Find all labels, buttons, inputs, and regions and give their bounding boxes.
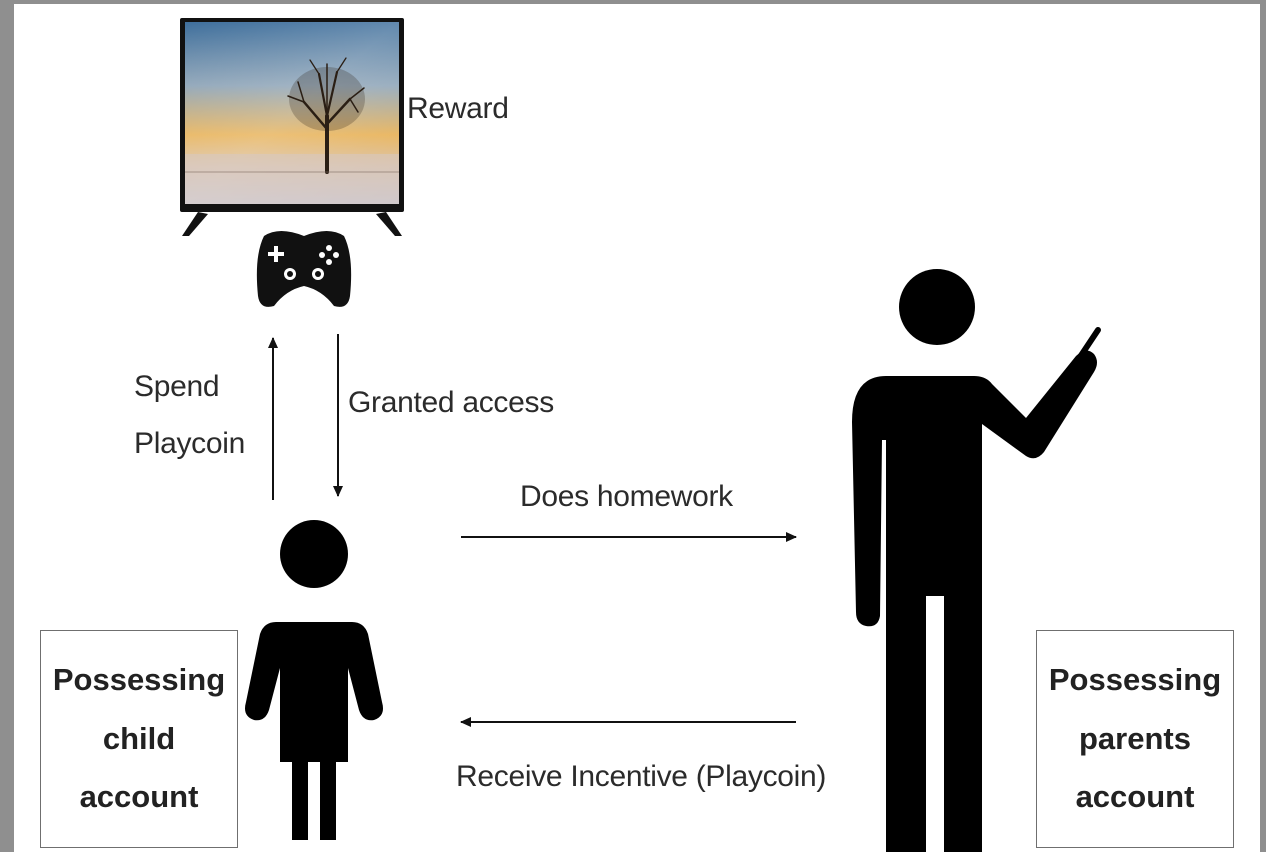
spend-label-line1: Spend: [134, 370, 220, 403]
child-account-text: Possessing child account: [52, 661, 226, 815]
incentive-label: Receive Incentive (Playcoin): [456, 760, 827, 793]
child-icon: [245, 520, 383, 840]
reward-label: Reward: [407, 92, 509, 125]
parents-account-box: Possessing parents account: [1036, 630, 1234, 848]
homework-label: Does homework: [520, 480, 733, 513]
spend-label-line2: Playcoin: [134, 427, 245, 460]
diagram-canvas: Reward Spend Playcoin Granted access Doe…: [14, 4, 1260, 852]
child-account-box: Possessing child account: [40, 630, 238, 848]
diagram-graphics: [180, 18, 1101, 852]
parents-account-text: Possessing parents account: [1048, 661, 1222, 815]
parent-icon: [852, 269, 1101, 852]
tv-icon: [180, 18, 404, 236]
granted-access-label: Granted access: [348, 386, 554, 419]
gamepad-icon: [256, 231, 352, 307]
